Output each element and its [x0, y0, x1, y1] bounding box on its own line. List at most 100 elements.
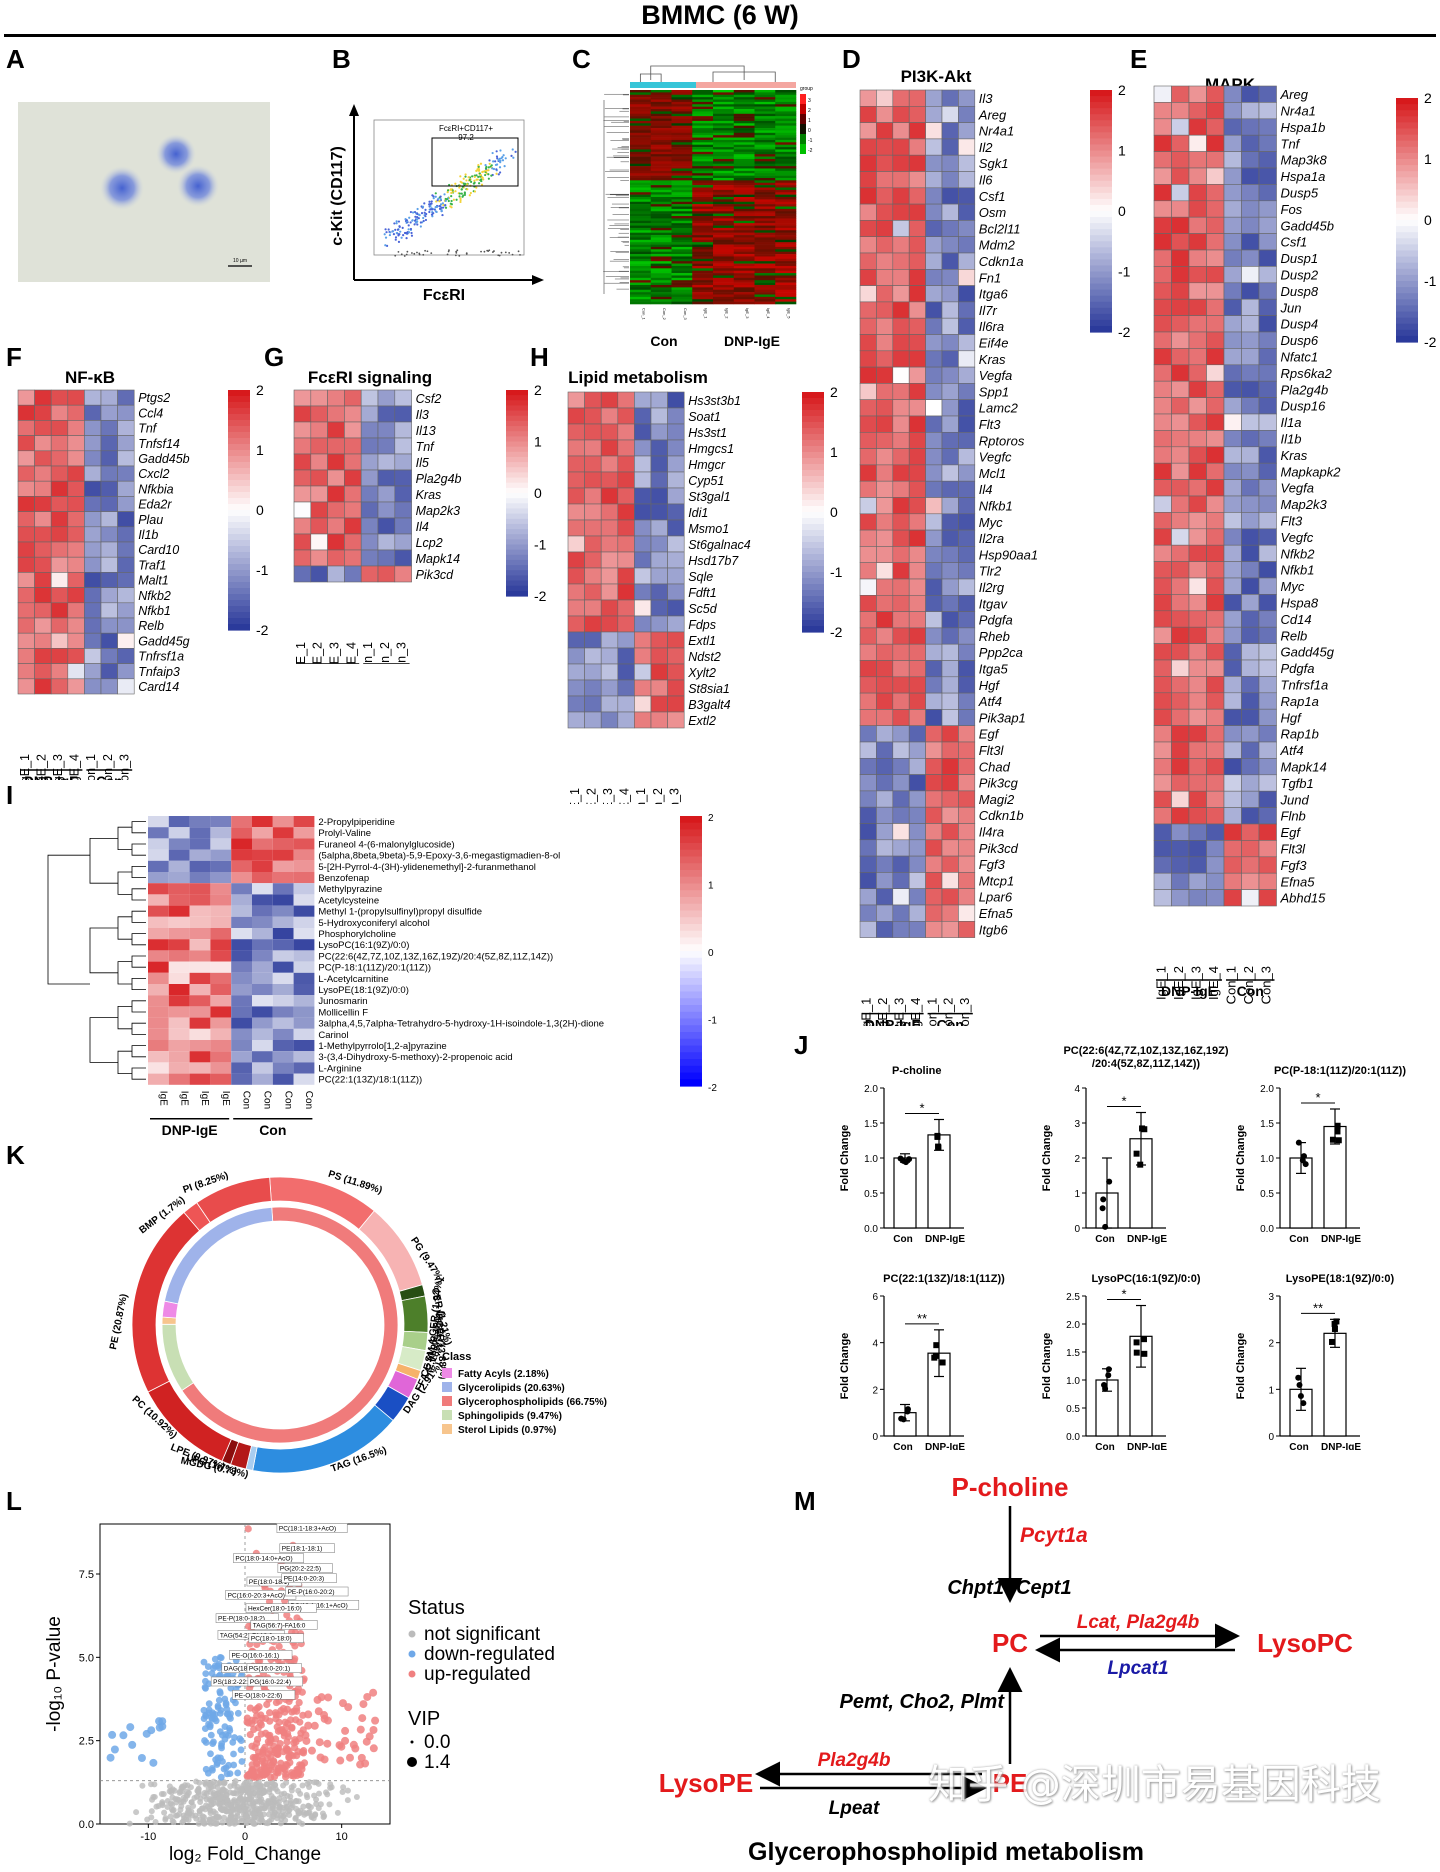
- heatmap-cell: [925, 741, 943, 759]
- heatmap-row-label: St8sia1: [688, 682, 730, 696]
- heatmap-column-label: Con_2: [1241, 966, 1256, 1004]
- heatmap-cell: [958, 806, 976, 824]
- heatmap-cell: [692, 104, 714, 107]
- flow-event-dot: [399, 230, 402, 233]
- heatmap-cell: [876, 692, 894, 710]
- heatmap-cell: [925, 415, 943, 433]
- panel-letter-h: H: [530, 342, 549, 372]
- heatmap-row-label: Dusp5: [1281, 186, 1319, 201]
- data-point: [1102, 1223, 1109, 1230]
- volcano-point-up: [257, 1730, 265, 1738]
- colorbar-segment: [228, 438, 250, 445]
- heatmap-cell: [876, 529, 894, 547]
- heatmap-cell: [650, 128, 672, 131]
- heatmap-cell: [958, 839, 976, 857]
- heatmap-cell: [148, 1051, 169, 1063]
- heatmap-cell: [775, 299, 797, 302]
- heatmap-cell: [1258, 413, 1277, 431]
- heatmap-cell: [713, 227, 735, 231]
- heatmap-cell: [84, 450, 102, 467]
- heatmap-cell: [859, 105, 877, 123]
- heatmap-row-label: Il1b: [1281, 432, 1302, 447]
- legend-label: up-regulated: [424, 1664, 531, 1685]
- significance-marker: *: [919, 1101, 924, 1116]
- heatmap-cell: [630, 149, 652, 153]
- flow-event-dot: [434, 210, 437, 213]
- volcano-point-not-significant: [246, 1778, 253, 1785]
- group-label-dnp: DNP-IgE: [865, 1017, 921, 1026]
- volcano-point-down: [215, 1660, 223, 1668]
- heatmap-cell: [859, 252, 877, 270]
- colorbar-segment: [1396, 152, 1418, 160]
- heatmap-column-label: IgE_4: [68, 754, 82, 780]
- heatmap-cell: [692, 113, 714, 117]
- heatmap-cell: [630, 263, 652, 267]
- dendrogram-branch: [131, 843, 146, 856]
- heatmap-cell: [754, 216, 776, 219]
- flow-event-dot: [404, 232, 408, 235]
- heatmap-cell: [908, 904, 926, 922]
- heatmap-cell: [733, 227, 755, 231]
- heatmap-cell: [671, 280, 693, 283]
- heatmap-cell: [733, 92, 755, 96]
- data-point: [939, 1359, 946, 1366]
- data-point: [1133, 1349, 1140, 1356]
- heatmap-cell: [692, 254, 714, 257]
- data-point: [1329, 1338, 1336, 1345]
- y-tick-label: 2.5: [79, 1736, 94, 1748]
- heatmap-cell: [650, 239, 672, 243]
- colorbar-segment: [228, 510, 250, 517]
- colorbar-segment: [680, 897, 702, 905]
- heatmap-cell: [1206, 823, 1225, 841]
- flow-event-dot: [459, 175, 462, 178]
- heatmap-cell: [958, 855, 976, 873]
- volcano-point-not-significant: [221, 1814, 228, 1821]
- heatmap-cell: [650, 199, 672, 203]
- heatmap-cell: [148, 1040, 169, 1052]
- heatmap-cell: [1258, 610, 1277, 628]
- heatmap-cell: [148, 950, 169, 962]
- heatmap-cell: [876, 220, 894, 237]
- heatmap-cell: [1153, 134, 1172, 152]
- flow-event-dot: [411, 211, 415, 214]
- heatmap-cell: [1171, 200, 1190, 218]
- heatmap-cell: [17, 648, 35, 664]
- flow-event-dot: [395, 231, 398, 235]
- colorbar-segment: [1090, 90, 1112, 97]
- heatmap-cell: [630, 292, 652, 295]
- heatmap-cell: [908, 676, 926, 694]
- heatmap-row-label: Egf: [979, 727, 1000, 742]
- metabolite-label: Carinol: [318, 1030, 348, 1041]
- flow-event-dot: [499, 149, 502, 152]
- metabolite-label: 2-Propylpiperidine: [318, 817, 395, 828]
- heatmap-row-label: Hgf: [979, 678, 1001, 693]
- significance-marker: *: [1315, 1090, 1320, 1105]
- volcano-point-up: [274, 1727, 283, 1735]
- heatmap-cell: [941, 546, 959, 563]
- volcano-point-not-significant: [148, 1814, 155, 1821]
- heatmap-cell: [168, 1040, 190, 1052]
- legend-tick: -2: [808, 148, 813, 154]
- heatmap-cell: [859, 578, 877, 596]
- heatmap-cell: [650, 144, 672, 148]
- heatmap-cell: [630, 132, 652, 136]
- panel-m-pathway: P-choline Pcyt1a Chpt1 Cept1 PC Lcat, Pl…: [660, 1472, 1353, 1866]
- heatmap-cell: [1153, 397, 1172, 415]
- heatmap-cell: [1258, 249, 1277, 267]
- heatmap-cell: [630, 139, 652, 143]
- heatmap-cell: [272, 1073, 294, 1085]
- heatmap-cell: [713, 289, 735, 293]
- flow-event-dot: [438, 207, 442, 210]
- metabolite-label: (5alpha,8beta,9beta)-5,9-Epoxy-3,6-megas…: [318, 851, 560, 862]
- heatmap-cell: [600, 647, 619, 665]
- heatmap-row-label: St6galnac4: [688, 538, 751, 552]
- heatmap-cell: [892, 855, 910, 873]
- heatmap-cell: [692, 230, 714, 233]
- volcano-point-up: [291, 1736, 299, 1744]
- heatmap-cell: [692, 197, 714, 200]
- colorbar-segment: [802, 518, 824, 525]
- heatmap-cell: [1153, 676, 1172, 694]
- heatmap-cell: [168, 950, 190, 962]
- heatmap-row-label: Il2ra: [979, 531, 1004, 546]
- heatmap-cell: [67, 496, 85, 512]
